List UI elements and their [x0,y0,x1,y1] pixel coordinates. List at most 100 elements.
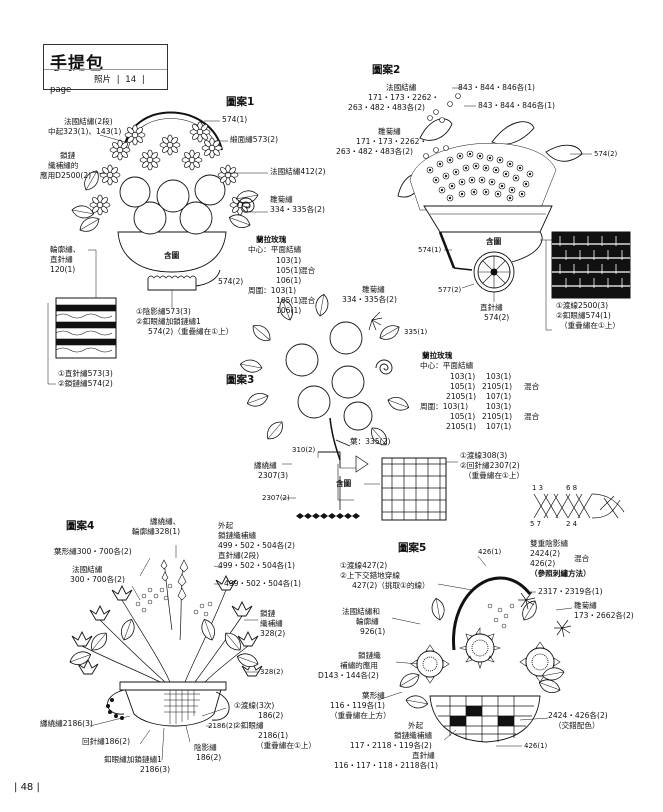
p3-c1b: 103(1) [486,372,512,381]
p5-leaf3: （重疊繡在上方） [330,711,391,720]
p3-c3: 2105(1) [446,392,477,401]
p3-label-335: 335(1) [404,328,428,336]
p5-r2: ②上下交錯地穿線 [340,571,400,580]
p1-label-right3: 574(2)（重疊繡在①上） [148,327,234,336]
p4-yin2: 186(2) [196,753,222,762]
p4-chan2: 輪廓繡328(1) [132,527,181,536]
p1-label-daisy-colors: 334・335各(2) [270,205,325,214]
pattern3-drawing [238,292,412,519]
pattern2-stitch-sample [545,231,631,331]
pattern4-title: 圖案4 [66,520,95,532]
p4-wai2: 鎖鏈織補繡 [218,531,256,540]
pattern3-title: 圖案3 [226,374,255,386]
p5-num-57: 5 7 [530,520,542,528]
page-number-value: 48 [20,782,34,793]
p4-2186: 2186(2) [208,722,236,730]
p3-z2: 105(1) [450,412,476,421]
p3-2307: 2307(2) [262,494,290,502]
p3-c3b: 107(1) [486,392,512,401]
pattern4-drawing [67,545,263,761]
p2-label-french-c2: 263・482・483各(2) [348,103,426,112]
p3-mix2: 混合 [524,412,540,421]
p4-r1: ①渡線(3次) [234,701,275,710]
p3-310: 310(2) [292,446,316,454]
p2-label-right3: （重疊繡在①上） [560,321,620,330]
p1-label-lan-mix: 混合 [300,266,316,275]
p1-label-hantu: 含圖 [164,251,180,260]
p5-d1: 2424(2) [530,549,561,558]
p4-328: 328(2) [260,668,284,676]
p3-c2b: 2105(1) [482,382,513,391]
p3-z2b: 2105(1) [482,412,513,421]
p1-label-outline3: 120(1) [50,265,76,274]
p5-dmix: 混合 [574,554,590,563]
p2-label-574-1: 574(1) [418,246,442,254]
p3-z1b: 103(1) [486,402,512,411]
p3-z3b: 107(1) [486,422,512,431]
p3-c2: 105(1) [450,382,476,391]
pattern5-drawing [377,555,573,747]
p1-label-satin: 緞面繡573(2) [230,135,279,144]
p4-french-c: 300・700各(2) [70,575,125,584]
p3-edge-c: 2307(3) [258,471,289,480]
p5-wai3: 117・2118・119各(2) [350,741,432,750]
p1-label-right1: ①陰影繡573(3) [136,307,191,316]
p5-daisy: 雛菊繡 [574,601,597,610]
p5-leaf: 葉形繡 [362,691,385,700]
p4-wai: 外起 [218,521,234,530]
p1-label-lan-center: 中心：平面結繡 [248,245,302,254]
p5-french: 法國結繡和 [342,607,380,616]
p1-label-surround-105: 105(1) [276,296,302,305]
p4-chain: 鎖鏈 [260,609,276,618]
p3-edge: 纏繞繡 [254,461,277,470]
p5-french3: 926(1) [360,627,386,636]
p2-label-french: 法國結繡 [386,83,417,92]
photo-reference: 照片 | 14 | page [50,75,145,95]
p4-chain3: 328(2) [260,629,286,638]
p2-label-straight-c: 574(2) [484,313,510,322]
p1-label-french: 法國結繡(2段) [64,117,113,126]
p5-chain2: 補繡的應用 [340,661,378,670]
p5-426: 426(1) [478,548,502,556]
p1-label-french412: 法國結繡412(2) [270,167,326,176]
p1-label-574-2: 574(2) [218,277,244,286]
p4-yin: 陰影繡 [194,743,217,752]
p4-chan: 纏繞繡、 [150,517,181,526]
p4-chanr: 纏繞繡2186(3) [40,719,93,728]
title-divider [44,69,167,70]
pattern3-stitch-sample [381,457,458,521]
p5-chain3: D143・144各(2) [318,671,379,680]
p4-r2: 186(2) [258,711,284,720]
p5-r1: ①渡線427(2) [340,561,388,570]
p4-kou2: 2186(3) [140,765,171,774]
p5-french2: 輪廓繡 [356,617,379,626]
p3-label-daisy: 雛菊繡 [362,285,385,294]
p5-r3: 427(2)（挑取①的線） [352,581,430,590]
p5-num-24: 2 4 [566,520,578,528]
p5-num-13: 1 3 [532,484,544,492]
title-box: 手提包 照片 | 14 | page [43,44,168,95]
p4-r5: （重疊繡在①上） [256,741,316,750]
pattern1-stitch-sample [47,297,117,385]
p5-col: 2424・426各(2) [548,711,608,720]
p1-label-lan-106: 106(1) [276,276,302,285]
p1-label-surround-mix: 混合 [300,296,316,305]
p4-kou: 釦眼繡加鎖鏈繡1 [104,755,162,764]
p2-label-574-2: 574(2) [594,150,618,158]
p1-label-lan-rose: 蘭拉玫瑰 [256,235,287,244]
p3-c1: 103(1) [450,372,476,381]
pattern1-title: 圖案1 [226,96,255,108]
p4-r4: 2186(1) [258,731,289,740]
p1-label-sample1: ①直針繡573(3) [58,369,113,378]
p3-label-daisy-c: 334・335各(2) [342,295,397,304]
p1-label-chain3: 應用D2500(2) [40,171,92,180]
p2-label-straight: 直針繡 [480,303,503,312]
p5-zhi: 直針繡 [412,751,435,760]
p5-col2: （交錯配色） [554,721,600,730]
p2-label-top1: 843・844・846各(1) [458,83,536,92]
p4-499: 499・502・504各(1) [224,579,302,588]
p2-label-daisy-c2: 263・482・483各(2) [336,147,414,156]
p3-right1: ①渡線308(3) [460,451,508,460]
p5-dref: （參照刺繡方法） [530,569,591,578]
